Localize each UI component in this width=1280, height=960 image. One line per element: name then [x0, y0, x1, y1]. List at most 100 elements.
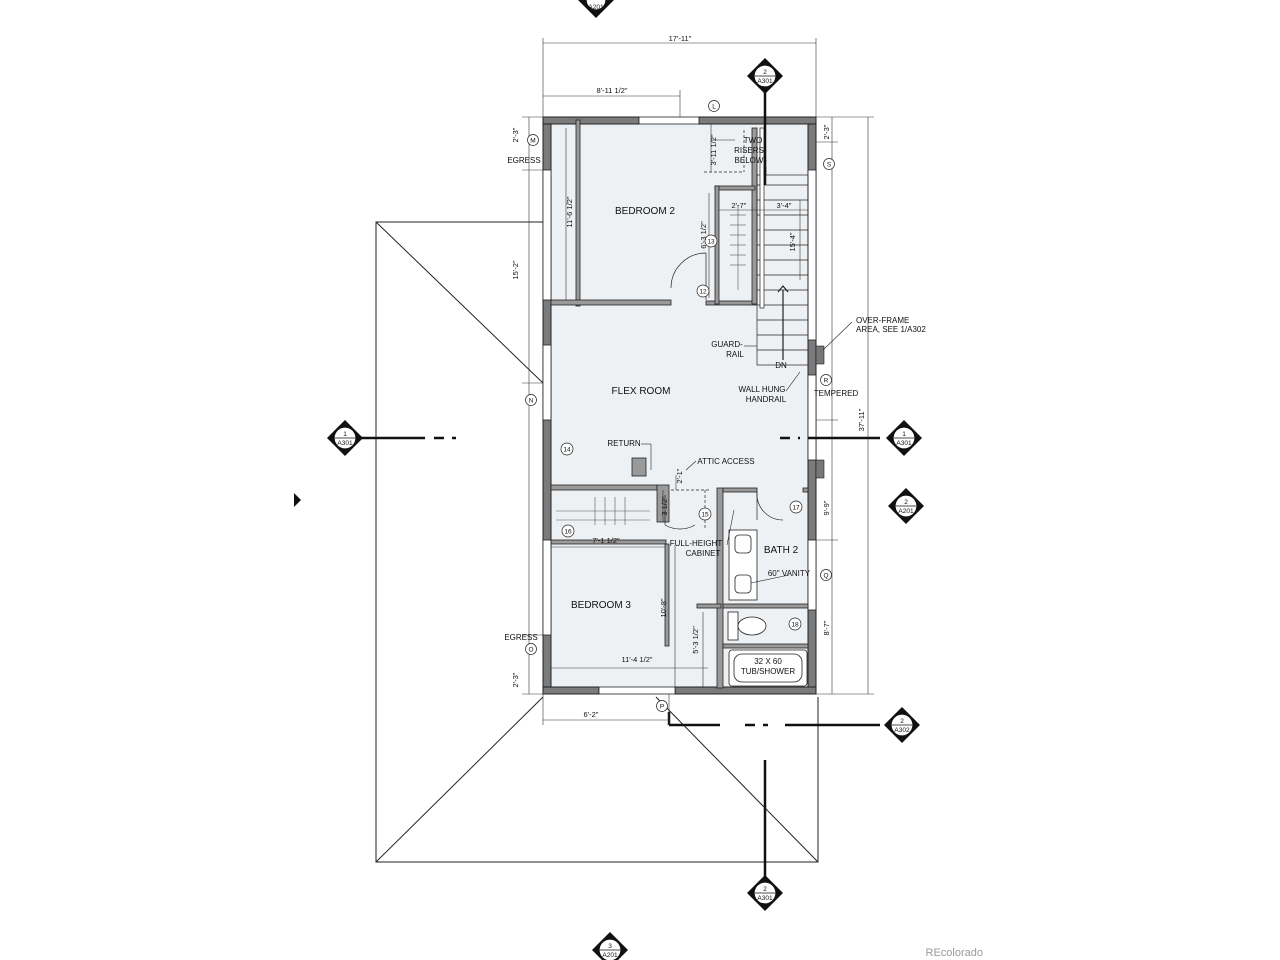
- windows: [542, 116, 817, 695]
- marker-left-num: 1: [343, 431, 347, 438]
- window-tag-17: 17: [792, 505, 800, 512]
- marker-top-sheet: A201: [588, 4, 604, 11]
- window-tag-labels: 12 13 14 15 16 17 18: [563, 239, 800, 629]
- dim-closet3-width: 7'-1 1/2": [592, 536, 620, 545]
- note-over-frame-line1: OVER-FRAME: [856, 316, 909, 325]
- dim-right-bath: 9'-9": [822, 500, 831, 515]
- marker-bottom-num: 2: [763, 886, 767, 893]
- dim-closet-width: 2'-7": [732, 201, 747, 210]
- marker-right-sheet: A301: [896, 440, 912, 447]
- note-stair-down: DN: [775, 361, 787, 370]
- note-vanity: 60" VANITY: [768, 569, 811, 578]
- over-frame-area-2: [815, 459, 825, 479]
- dim-overall-width: 17'-11": [669, 34, 692, 43]
- floor-area: [548, 123, 808, 688]
- dim-bed3-width: 11'-4 1/2": [621, 655, 652, 664]
- marker-a302-num: 2: [900, 718, 904, 725]
- dim-right-top: 2'-3": [822, 124, 831, 139]
- marker-a301-top-num: 2: [763, 69, 767, 76]
- note-wall-hung-line2: HANDRAIL: [746, 395, 787, 404]
- grid-tags: [525, 100, 835, 712]
- marker-left-sheet: A301: [337, 440, 353, 447]
- section-marker-a201: 2 A201: [888, 488, 924, 524]
- dim-bed3-height: 10'-8": [659, 598, 668, 617]
- marker-a302-sheet: A302: [894, 727, 910, 734]
- window-tags: [560, 234, 803, 631]
- note-full-height-line2: CABINET: [686, 549, 721, 558]
- grid-tag-s: S: [827, 162, 832, 169]
- marker-bottom-sheet: A301: [757, 895, 773, 902]
- dim-right-bottom: 8'-7": [822, 620, 831, 635]
- window-tag-15: 15: [701, 512, 709, 519]
- stairs: [704, 127, 809, 366]
- grid-tag-q: Q: [823, 573, 828, 580]
- dim-closet-depth: 6'-3 1/2": [699, 221, 708, 249]
- note-guard-rail-line1: GUARD-: [711, 340, 743, 349]
- north-arrow-icon: [294, 493, 301, 507]
- dim-bed3-small: 5'-3 1/2": [691, 626, 700, 654]
- window-tag-13: 13: [707, 239, 715, 246]
- note-full-height-line1: FULL-HEIGHT: [670, 539, 723, 548]
- dim-top-left: 8'-11 1/2": [596, 86, 627, 95]
- marker-a201-sheet: A201: [898, 508, 914, 515]
- room-label-flex-room: FLEX ROOM: [612, 386, 671, 397]
- window-tag-18: 18: [791, 622, 799, 629]
- over-frame-area: [815, 345, 825, 365]
- dim-left-mid: 15'-2": [511, 260, 520, 279]
- marker-right-num: 1: [902, 431, 906, 438]
- closet-rod-bedroom2: [730, 205, 746, 290]
- dim-risers: 3'-11 1/2": [709, 134, 718, 165]
- note-egress-top: EGRESS: [507, 156, 540, 165]
- grid-tag-labels: L M S N R Q O P: [528, 104, 831, 711]
- section-marker-a302: 2 A302: [884, 707, 920, 743]
- note-egress-bottom: EGRESS: [504, 633, 537, 642]
- dim-stair-len: 15'-4": [788, 232, 797, 251]
- room-label-bedroom-3: BEDROOM 3: [571, 600, 631, 611]
- section-marker-a301-top: 2 A301: [747, 58, 783, 94]
- dim-left-top: 2'-3": [511, 127, 520, 142]
- note-two-risers-line1: TWO: [744, 136, 763, 145]
- window-tag-12: 12: [699, 289, 707, 296]
- marker-a301-top-sheet: A301: [757, 78, 773, 85]
- dim-stair-width: 3'-4": [777, 201, 792, 210]
- watermark-text: REcolorado: [926, 947, 983, 959]
- note-tub-line1: 32 X 60: [754, 657, 782, 666]
- dimension-lines: [522, 38, 874, 725]
- grid-tag-m: M: [530, 138, 535, 145]
- note-two-risers-line3: BELOW: [735, 156, 764, 165]
- room-label-bath-2: BATH 2: [764, 545, 799, 556]
- section-marker-top: A201: [578, 0, 614, 18]
- interior-walls: [550, 119, 809, 689]
- section-marker-right: 1 A301: [886, 420, 922, 456]
- note-tempered: TEMPERED: [814, 389, 859, 398]
- grid-tag-o: O: [528, 647, 533, 654]
- grid-tag-p: P: [660, 704, 664, 711]
- bath-fixtures: [727, 529, 808, 687]
- dim-overall-depth: 37'-11": [857, 408, 866, 431]
- room-label-bedroom-2: BEDROOM 2: [615, 206, 675, 217]
- dim-bottom-left: 6'-2": [584, 710, 599, 719]
- marker-very-bottom-sheet: A201: [602, 952, 618, 959]
- section-marker-left: 1 A301: [327, 420, 363, 456]
- note-wall-hung-line1: WALL HUNG: [739, 385, 786, 394]
- section-marker-bottom: 2 A301: [747, 875, 783, 911]
- note-two-risers-line2: RISERS: [734, 146, 764, 155]
- note-tub-line2: TUB/SHOWER: [741, 667, 795, 676]
- marker-very-bottom-num: 3: [608, 943, 612, 950]
- dim-left-bottom: 2'-3": [511, 672, 520, 687]
- grid-tag-r: R: [824, 378, 829, 385]
- dim-cab: 3 1/2": [660, 496, 669, 516]
- note-return: RETURN: [607, 439, 641, 448]
- closet-rod-bedroom3: [556, 497, 650, 525]
- grid-tag-n: N: [529, 398, 534, 405]
- window-tag-14: 14: [563, 447, 571, 454]
- marker-a201-num: 2: [904, 499, 908, 506]
- grid-tag-l: L: [712, 104, 716, 111]
- note-over-frame-line2: AREA, SEE 1/A302: [856, 325, 926, 334]
- dim-bed2-height: 11'-6 1/2": [565, 196, 574, 227]
- dim-return: 2'-1": [675, 468, 684, 483]
- window-tag-16: 16: [564, 529, 572, 536]
- leader-lines: [641, 139, 853, 584]
